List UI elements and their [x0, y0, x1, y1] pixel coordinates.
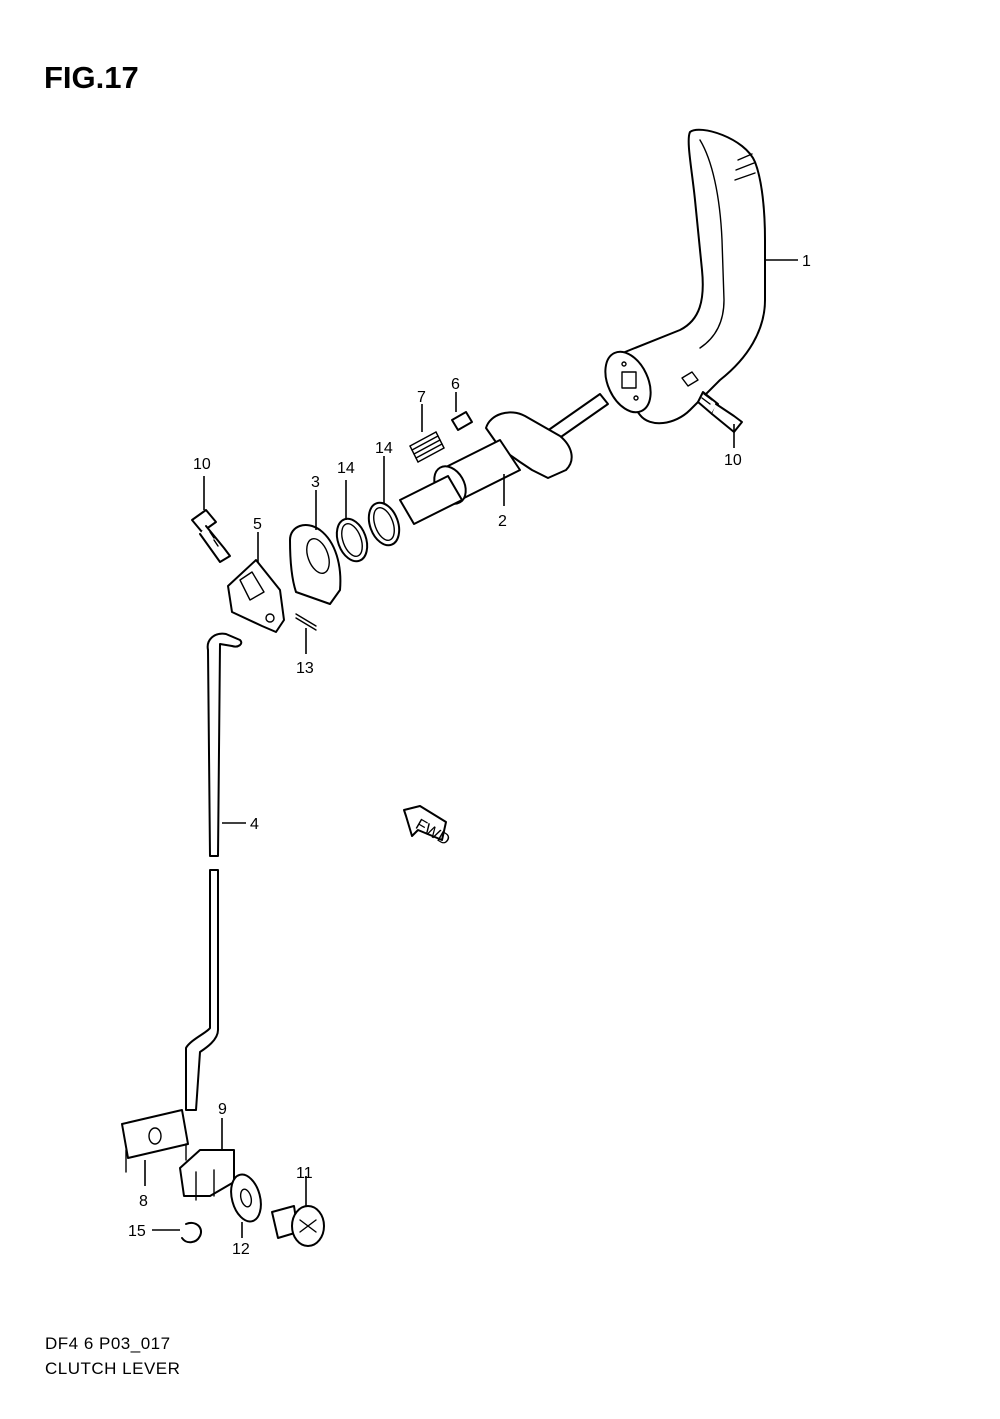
callout-7: 7 [417, 389, 426, 406]
part-5-link [227, 559, 285, 633]
part-6-pin [451, 411, 473, 431]
callout-1: 1 [802, 253, 811, 270]
callout-14-left: 14 [337, 460, 355, 477]
fwd-marker [403, 805, 447, 841]
callout-3: 3 [311, 474, 320, 491]
part-14-o-rings [335, 501, 401, 563]
model-code: DF4 6 P03_017 [45, 1334, 171, 1353]
callout-8: 8 [139, 1193, 148, 1210]
callout-10-left: 10 [193, 456, 211, 473]
callout-10-right: 10 [724, 452, 742, 469]
callout-12: 12 [232, 1241, 250, 1258]
part-4-rod [185, 632, 243, 1111]
part-10-bolt-right [697, 391, 743, 433]
callout-13: 13 [296, 660, 314, 677]
callout-6: 6 [451, 376, 460, 393]
part-8-plate [121, 1109, 189, 1173]
part-12-washer [230, 1173, 262, 1223]
part-10-bolt-left [191, 509, 231, 563]
callout-11: 11 [296, 1165, 313, 1182]
part-2-shaft [399, 393, 609, 525]
part-1-clutch-lever [604, 128, 766, 425]
figure-caption: CLUTCH LEVER [45, 1359, 181, 1378]
callout-14-right: 14 [375, 440, 393, 457]
callout-9: 9 [218, 1101, 227, 1118]
callout-15: 15 [128, 1223, 146, 1240]
part-9-clip [179, 1149, 235, 1201]
part-3-plate [289, 524, 342, 605]
part-13-cotter-pin [295, 613, 317, 631]
leader-lines [144, 259, 798, 1238]
figure-title: FIG.17 [44, 60, 139, 95]
callout-2: 2 [498, 513, 507, 530]
callout-4: 4 [250, 816, 259, 833]
part-11-screw [271, 1205, 325, 1247]
part-7-spring [409, 431, 445, 463]
callout-5: 5 [253, 516, 262, 533]
part-15-e-ring [181, 1222, 202, 1244]
